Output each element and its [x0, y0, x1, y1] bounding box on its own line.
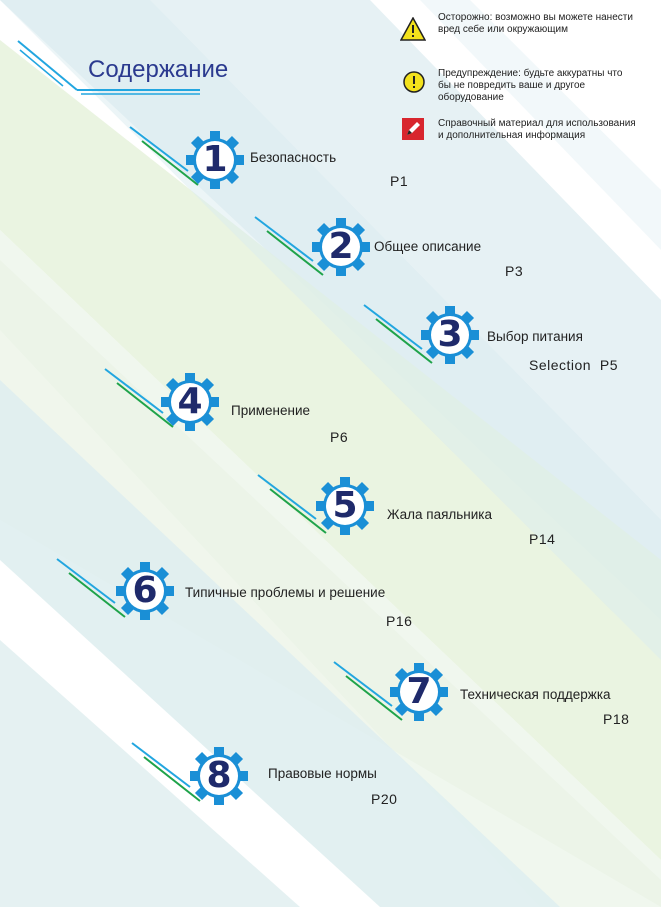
item-4-decoration: [104, 368, 174, 428]
item-1-gear-icon: 1: [185, 130, 245, 190]
item-2-number: 2: [328, 226, 354, 267]
item-7-number: 7: [406, 671, 432, 712]
item-3-number: 3: [437, 314, 463, 355]
item-4-gear-icon: 4: [160, 372, 220, 432]
item-6-page: P16: [386, 613, 413, 629]
item-2-page: P3: [505, 263, 524, 279]
item-2-label: Общее описание: [374, 239, 482, 254]
legend-caution-text: Осторожно: возможно вы можете нанести вр…: [438, 12, 633, 35]
item-4-label: Применение: [231, 403, 311, 418]
item-3-page: Selection P5: [529, 357, 618, 373]
item-6-label: Типичные проблемы и решение: [185, 585, 386, 600]
legend-reference-text: Справочный материал для использования и …: [438, 118, 636, 141]
item-2-decoration: [254, 216, 324, 276]
item-1-page: P1: [390, 173, 409, 189]
item-5-label: Жала паяльника: [387, 507, 493, 522]
legend-warning-text: Предупреждение: будьте аккуратны что бы …: [438, 68, 623, 103]
pencil-reference-icon: [402, 118, 426, 142]
item-7-page: P18: [603, 711, 630, 727]
item-7-gear-icon: 7: [389, 662, 449, 722]
caution-circle-icon: [402, 70, 426, 94]
item-8-page: P20: [371, 791, 398, 807]
item-4-number: 4: [177, 381, 203, 422]
item-5-gear-icon: 5: [315, 476, 375, 536]
item-8-label: Правовые нормы: [268, 766, 377, 781]
item-5-page: P14: [529, 531, 556, 547]
item-6-gear-icon: 6: [115, 561, 175, 621]
page-title: Содержание: [88, 56, 229, 83]
item-1-decoration: [129, 126, 199, 186]
item-5-number: 5: [332, 485, 358, 526]
item-2-gear-icon: 2: [311, 217, 371, 277]
item-5-decoration: [257, 474, 327, 534]
item-1-number: 1: [202, 139, 228, 180]
item-3-gear-icon: 3: [420, 305, 480, 365]
item-7-label: Техническая поддержка: [460, 687, 611, 702]
item-7-decoration: [333, 661, 403, 721]
item-4-page: P6: [330, 429, 349, 445]
item-3-label: Выбор питания: [487, 329, 583, 344]
title-decoration: [17, 40, 200, 95]
item-6-decoration: [56, 558, 126, 618]
item-3-decoration: [363, 304, 433, 364]
item-1-label: Безопасность: [250, 150, 337, 165]
item-8-number: 8: [206, 755, 232, 796]
item-8-gear-icon: 8: [189, 746, 249, 806]
item-6-number: 6: [132, 570, 158, 611]
item-8-decoration: [131, 742, 201, 802]
warning-triangle-icon: [399, 16, 427, 41]
